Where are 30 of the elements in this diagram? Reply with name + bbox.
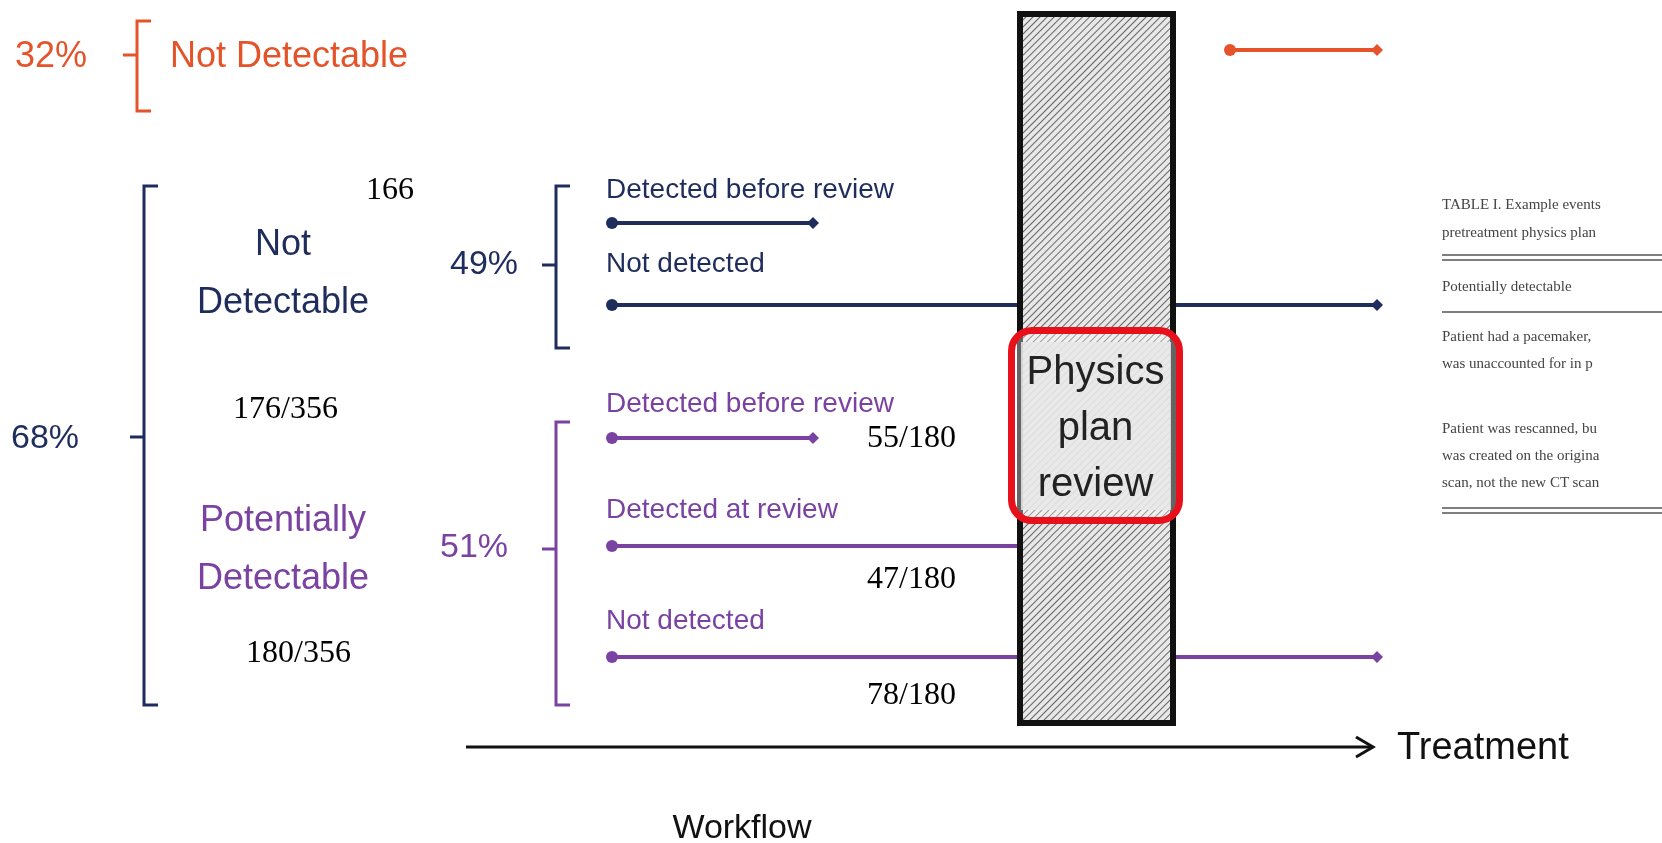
table-caption: pretreatment physics plan [1442,223,1597,241]
outcome-label: Detected at review [606,493,838,525]
review-box [1008,327,1183,524]
count-label: 47/180 [867,560,956,596]
outcome-label: Detected before review [606,173,894,205]
table-caption: TABLE I. Example events [1442,195,1601,213]
count-label: 176/356 [233,390,338,426]
table-cell-text: Patient was rescanned, bu [1442,419,1597,437]
category-label: Not Detectable [195,221,371,323]
outcome-label: Detected before review [606,387,894,419]
category-label: Potentially Detectable [195,497,371,599]
percentage-label: 49% [450,244,519,282]
percentage-label: 51% [440,527,509,565]
review-label: Physics plan review [1020,341,1171,510]
category-label: Not Detectable [170,35,409,75]
table-header: Potentially detectable [1442,277,1572,295]
table-cell-text: was created on the origina [1442,446,1600,464]
axis-label: Workflow [672,808,812,843]
percentage-label: 32% [15,35,88,75]
count-label: 55/180 [867,419,956,455]
axis-label: Treatment [1397,726,1569,768]
count-label: 180/356 [246,634,351,670]
outcome-label: Not detected [606,604,765,636]
count-label: 78/180 [867,676,956,712]
percentage-label: 68% [11,418,80,456]
table-cell-text: was unaccounted for in p [1442,354,1593,372]
outcome-label: Not detected [606,247,765,279]
table-cell-text: Patient had a pacemaker, [1442,327,1592,345]
table-cell-text: scan, not the new CT scan [1442,473,1600,491]
count-label: 166 [366,171,414,207]
